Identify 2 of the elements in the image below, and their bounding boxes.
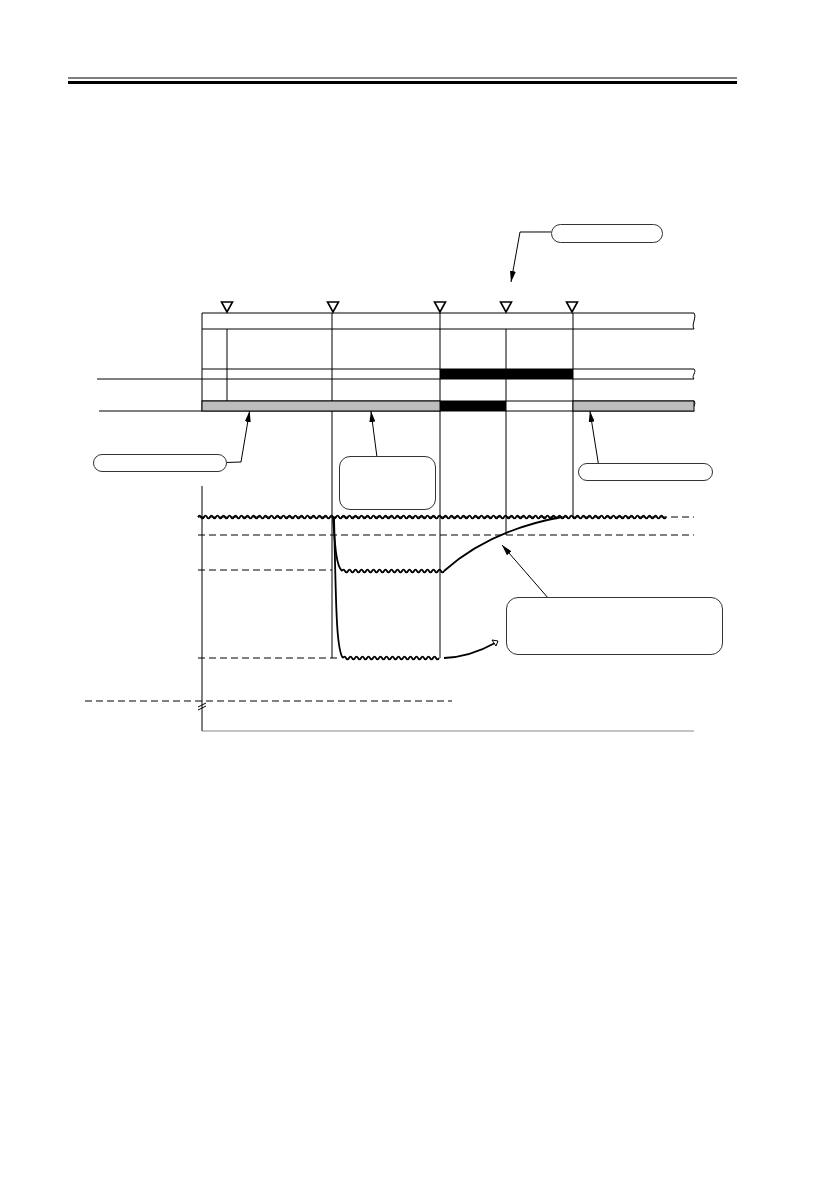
leader-line [510, 231, 552, 283]
callout-box [551, 224, 663, 243]
